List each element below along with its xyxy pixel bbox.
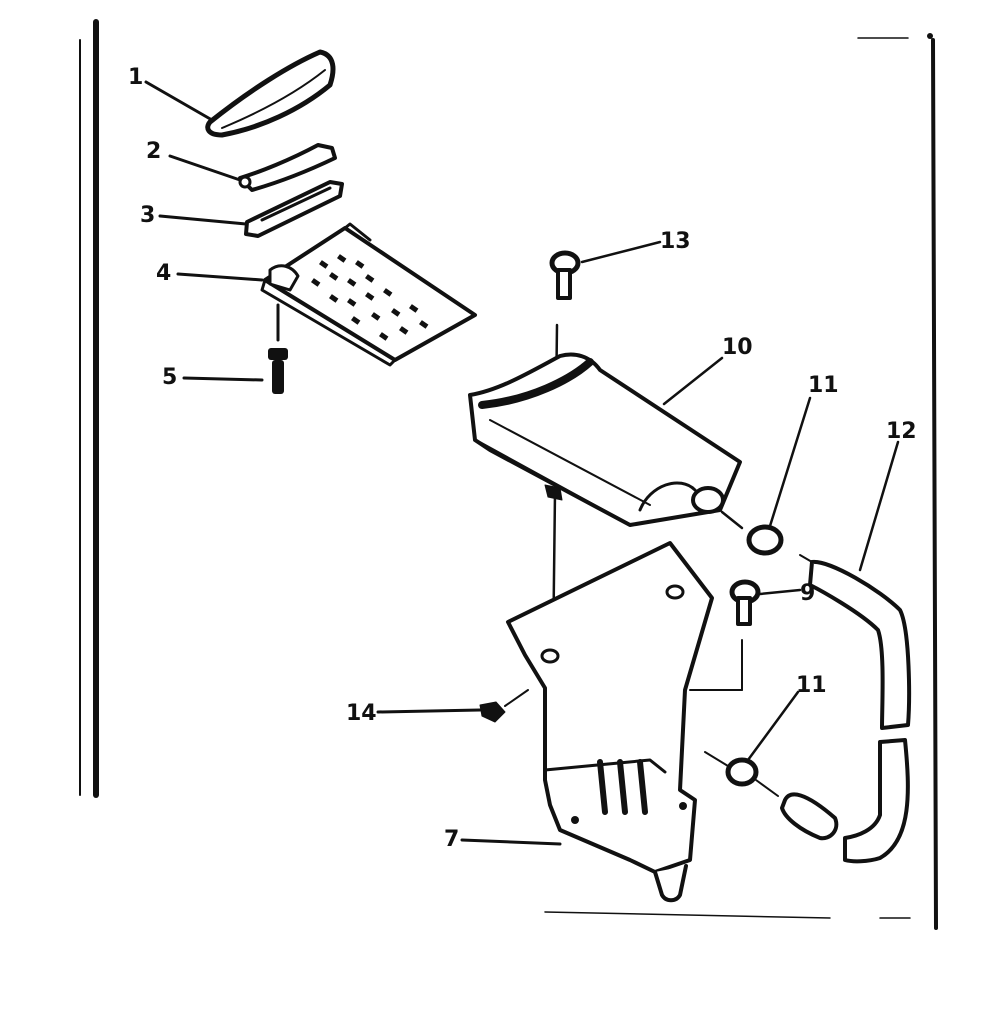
part-11-o-ring-lower — [704, 751, 779, 797]
part-10-chute-housing — [468, 352, 742, 527]
part-1-curved-trim — [205, 49, 336, 138]
tube-sleeve — [780, 792, 839, 841]
callout-5: 5 — [162, 365, 177, 390]
part-7-bracket — [506, 541, 714, 903]
callout-labels: 1 2 3 4 5 13 10 11 12 9 11 14 7 — [128, 65, 917, 852]
callout-13: 13 — [660, 229, 691, 254]
callout-14: 14 — [346, 701, 377, 726]
part-11-o-ring-upper — [720, 510, 784, 556]
callout-1: 1 — [128, 65, 143, 90]
callout-9: 9 — [800, 581, 815, 606]
part-2-clip — [238, 143, 337, 192]
callout-12: 12 — [886, 419, 917, 444]
callout-11-lower: 11 — [796, 673, 827, 698]
part-14-screw — [479, 689, 529, 723]
part-4-grate-tray — [260, 222, 477, 367]
part-5-screw — [268, 303, 288, 394]
callout-11-upper: 11 — [808, 373, 839, 398]
callout-3: 3 — [140, 203, 155, 228]
callout-10: 10 — [722, 335, 753, 360]
callout-4: 4 — [156, 261, 171, 286]
drawing-frame — [79, 19, 938, 930]
part-3-bar — [244, 180, 344, 238]
callout-7: 7 — [444, 827, 459, 852]
part-9-screw — [689, 579, 761, 691]
callout-2: 2 — [146, 139, 161, 164]
leader-lines — [144, 80, 900, 846]
part-12-tube — [799, 554, 912, 864]
